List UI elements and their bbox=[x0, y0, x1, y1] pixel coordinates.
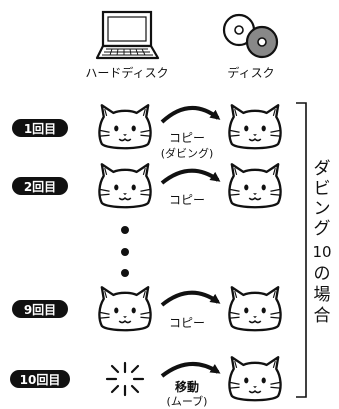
ellipsis-dots bbox=[121, 226, 129, 277]
count-badge bbox=[10, 370, 70, 388]
vanished-sparkle-icon bbox=[105, 361, 145, 397]
source-cat-icon bbox=[98, 163, 152, 209]
vertical-label: ダ ビ ン グ 10 の 場 合 bbox=[312, 159, 331, 326]
vertical-char: 合 bbox=[314, 306, 331, 326]
count-badge bbox=[12, 177, 68, 195]
action-label: コピー bbox=[169, 316, 205, 330]
source-cat-icon bbox=[98, 286, 152, 332]
count-label: 10回目 bbox=[20, 373, 61, 387]
action-label: コピー bbox=[169, 131, 205, 145]
action-label: 移動 bbox=[175, 379, 199, 394]
moved-cat-icon bbox=[228, 356, 282, 402]
count-label: 1回目 bbox=[24, 122, 56, 136]
arrow-icon bbox=[160, 105, 221, 124]
row-1: 1回目 コピー (ダビング) bbox=[12, 104, 282, 160]
vertical-char: ビ bbox=[314, 179, 331, 199]
arrow-icon bbox=[160, 290, 221, 307]
row-9: 9回目 コピー bbox=[12, 286, 282, 332]
row-2: 2回目 コピー bbox=[12, 163, 282, 209]
vertical-char: ン bbox=[314, 199, 331, 219]
action-sub-label: (ダビング) bbox=[161, 146, 214, 160]
right-bracket bbox=[296, 102, 307, 398]
disc-label: ディスク bbox=[227, 65, 274, 80]
row-10: 10回目 移動 (ムーブ) bbox=[10, 356, 282, 408]
copied-cat-icon bbox=[228, 104, 282, 150]
vertical-char: グ bbox=[314, 219, 331, 239]
count-label: 9回目 bbox=[24, 303, 56, 317]
arrow-icon bbox=[160, 361, 221, 378]
vertical-char: ダ bbox=[314, 159, 331, 179]
copied-cat-icon bbox=[228, 286, 282, 332]
source-cat-icon bbox=[98, 104, 152, 150]
vertical-char: 場 bbox=[314, 285, 331, 305]
hard-disk-label: ハードディスク bbox=[85, 65, 168, 80]
vertical-char: の bbox=[314, 264, 331, 284]
count-badge bbox=[12, 300, 68, 318]
laptop-icon bbox=[95, 10, 160, 60]
disc-icon bbox=[222, 13, 279, 59]
count-label: 2回目 bbox=[24, 180, 56, 194]
action-sub-label: (ムーブ) bbox=[167, 394, 208, 408]
arrow-icon bbox=[160, 168, 221, 185]
action-label: コピー bbox=[169, 193, 205, 207]
count-badge bbox=[12, 119, 68, 137]
copied-cat-icon bbox=[228, 163, 282, 209]
vertical-char: 10 bbox=[312, 243, 331, 261]
